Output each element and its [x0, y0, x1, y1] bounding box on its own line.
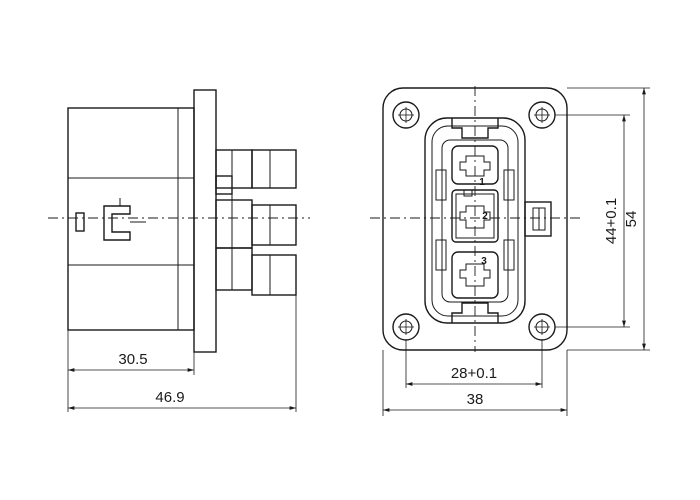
side-plug-lower-base [215, 247, 253, 291]
side-plug-lower [251, 254, 297, 296]
dim-side-flange-depth: 30.5 [118, 351, 147, 368]
side-plug-upper [251, 149, 297, 189]
side-body-housing [67, 107, 195, 331]
side-plug-middle [251, 204, 297, 246]
front-side-latch [524, 201, 552, 237]
dim-side-overall-depth: 46.9 [155, 389, 184, 406]
front-view: 1 2 3 28+0.1 38 44+0.1 54 [370, 86, 650, 416]
dim-front-hole-spacing-h: 28+0.1 [451, 365, 497, 382]
side-view: 30.5 46.9 [48, 89, 310, 412]
mounting-hole-bottom-left [392, 313, 420, 341]
side-latch [103, 205, 131, 241]
mounting-hole-top-left [392, 101, 420, 129]
pin-number-3: 3 [481, 256, 487, 267]
pin-number-1: 1 [479, 177, 485, 188]
pin-number-2: 2 [482, 211, 488, 222]
mounting-hole-bottom-right [528, 313, 556, 341]
mounting-hole-top-right [528, 101, 556, 129]
side-plug-upper-base [215, 149, 253, 189]
dim-front-overall-height: 54 [623, 211, 640, 228]
side-plug-middle-base [215, 199, 253, 249]
dim-front-hole-spacing-v: 44+0.1 [603, 198, 620, 244]
dim-front-overall-width: 38 [467, 391, 484, 408]
side-flange [193, 89, 217, 353]
